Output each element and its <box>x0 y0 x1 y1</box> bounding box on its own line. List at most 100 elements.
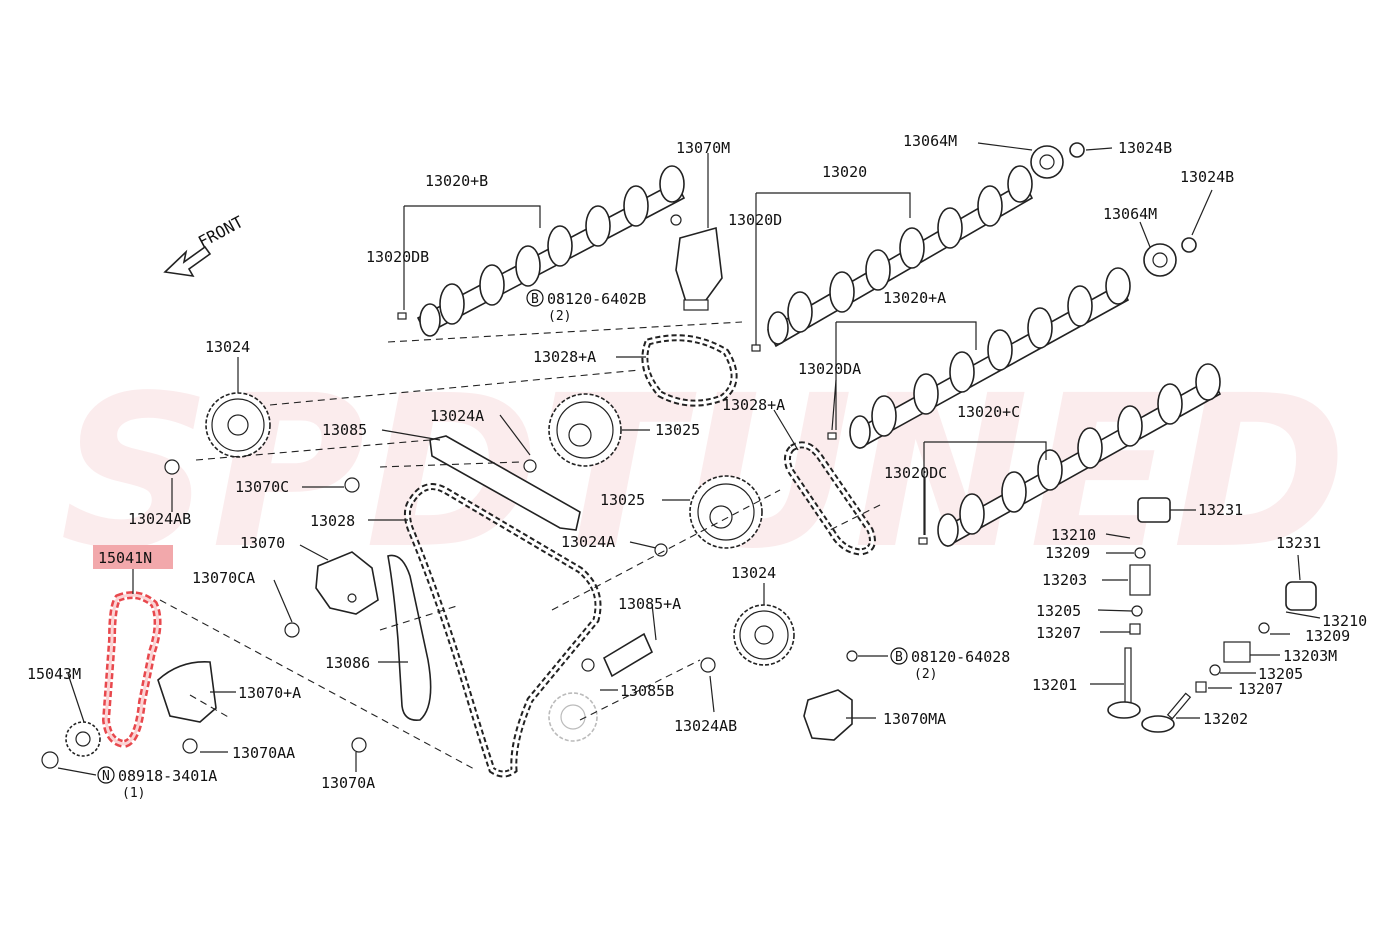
valve-keeper-13209-b <box>1258 622 1270 634</box>
label-13020: 13020 <box>822 163 867 181</box>
watermark: SPDTUNED <box>60 350 1347 595</box>
label-13207-a: 13207 <box>1036 624 1081 642</box>
dowel-pin <box>827 432 837 440</box>
bolt <box>654 543 668 557</box>
sprocket-13025-lower <box>689 475 763 549</box>
label-13024b-a: 13024B <box>1118 139 1172 157</box>
crank-sprocket <box>548 692 598 742</box>
valve-seal-13207-a <box>1129 623 1141 635</box>
label-13086: 13086 <box>325 654 370 672</box>
label-13020dc: 13020DC <box>884 464 947 482</box>
label-13085a: 13085+A <box>618 595 681 613</box>
label-13070ca: 13070CA <box>192 569 255 587</box>
label-13205-a: 13205 <box>1036 602 1081 620</box>
label-13070a-plus: 13070+A <box>238 684 301 702</box>
label-13205-b: 13205 <box>1258 665 1303 683</box>
label-13070a: 13070A <box>321 774 375 792</box>
part-labels: 13070M 13020+B 13020 13064M 13024B 13024… <box>27 132 1367 801</box>
camshaft-13020-c <box>937 363 1222 548</box>
label-13070c: 13070C <box>235 478 289 496</box>
bolt-symbol-b-icon: B <box>526 289 544 307</box>
label-13024ab-a: 13024AB <box>128 510 191 528</box>
sprocket-13025-upper <box>548 393 622 467</box>
label-13231-a: 13231 <box>1198 501 1243 519</box>
label-13070m: 13070M <box>676 139 730 157</box>
sprocket-13024-upper <box>205 392 271 458</box>
label-13203: 13203 <box>1042 571 1087 589</box>
valve-seal-13207-b <box>1195 681 1207 693</box>
valve-13201 <box>1107 647 1141 719</box>
plate-13064m-lower <box>1143 243 1177 277</box>
tensioner-13070-a <box>157 661 217 723</box>
valve-13202 <box>1141 692 1192 733</box>
nut <box>41 751 59 769</box>
label-13209-b: 13209 <box>1305 627 1350 645</box>
label-13070ma: 13070MA <box>883 710 946 728</box>
label-13209-a: 13209 <box>1045 544 1090 562</box>
label-13025-b: 13025 <box>600 491 645 509</box>
cam-position-sensor-13070ma <box>803 650 858 741</box>
label-08120-64028: 08120-64028 <box>911 648 1010 666</box>
label-13202: 13202 <box>1203 710 1248 728</box>
label-13210-b: 13210 <box>1322 612 1367 630</box>
chain-tensioner-13070 <box>315 551 379 615</box>
label-13085b: 13085B <box>620 682 674 700</box>
label-13024-b: 13024 <box>731 564 776 582</box>
label-13020d: 13020D <box>728 211 782 229</box>
label-08120-6402b: 08120-6402B <box>547 290 646 308</box>
label-13070: 13070 <box>240 534 285 552</box>
label-13020c: 13020+C <box>957 403 1020 421</box>
bolt <box>351 737 367 753</box>
label-13064m-b: 13064M <box>1103 205 1157 223</box>
sprocket-13024-lower <box>733 604 795 666</box>
label-13024a-b: 13024A <box>561 533 615 551</box>
label-15043m: 15043M <box>27 665 81 683</box>
nut-symbol-n-icon: N <box>97 766 115 784</box>
label-13207-b: 13207 <box>1238 680 1283 698</box>
label-13028a-a: 13028+A <box>533 348 596 366</box>
bolt <box>523 459 537 473</box>
valve-seat-13205-a <box>1131 605 1143 617</box>
valve-lifter-13231-a <box>1137 497 1171 523</box>
svg-text:B: B <box>531 292 539 307</box>
label-13064m-a: 13064M <box>903 132 957 150</box>
svg-text:N: N <box>102 769 110 784</box>
label-13203m: 13203M <box>1283 647 1337 665</box>
bolt <box>581 658 595 672</box>
dowel-pin <box>397 312 407 320</box>
label-13024a-a: 13024A <box>430 407 484 425</box>
washer-13024b-upper <box>1069 142 1085 158</box>
camshaft-13020 <box>766 165 1034 348</box>
label-13020b: 13020+B <box>425 172 488 190</box>
front-arrow-icon <box>163 245 212 278</box>
leader-lines <box>57 142 1321 776</box>
dowel-pin <box>751 344 761 352</box>
valve-seat-13205-b <box>1209 664 1221 676</box>
secondary-chain-13028a-upper <box>641 334 738 407</box>
washer-13024b-lower <box>1181 237 1197 253</box>
svg-text:B: B <box>895 650 903 665</box>
camshaft-13020-b <box>416 165 686 337</box>
label-13024ab-b: 13024AB <box>674 717 737 735</box>
camshaft-13020-a <box>849 267 1131 450</box>
label-13024-a: 13024 <box>205 338 250 356</box>
dowel-pin <box>918 537 928 545</box>
sprocket-15043m <box>65 721 101 757</box>
label-qty-1: (1) <box>122 786 145 801</box>
label-13028a-b: 13028+A <box>722 396 785 414</box>
chain-guide-13085-a <box>602 632 654 678</box>
valve-keeper-13209-a <box>1134 547 1146 559</box>
valve-lifter-13231-b <box>1285 581 1317 611</box>
bolt <box>182 738 198 754</box>
label-13025-a: 13025 <box>655 421 700 439</box>
label-qty-2-a: (2) <box>548 309 571 324</box>
chain-guide-13085 <box>429 435 581 531</box>
valve-spring-13203 <box>1129 564 1151 596</box>
secondary-chain-13028a-lower <box>783 441 876 556</box>
bolt <box>284 622 300 638</box>
label-13085: 13085 <box>322 421 367 439</box>
label-13020db: 13020DB <box>366 248 429 266</box>
label-15041n: 15041N <box>98 549 152 567</box>
